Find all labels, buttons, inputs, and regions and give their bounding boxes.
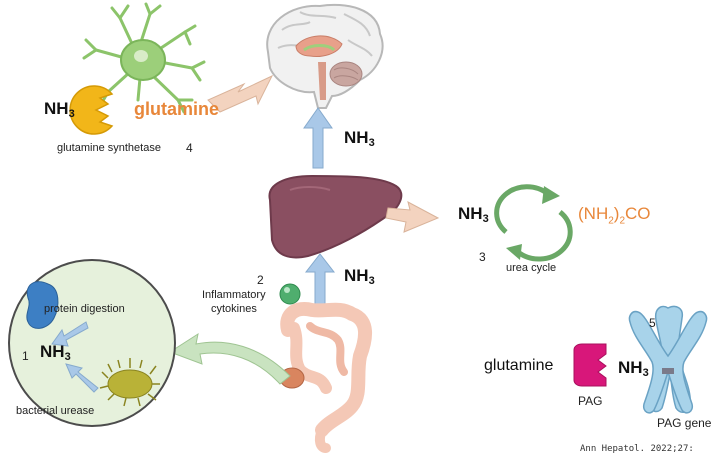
step-2-label: 2 — [257, 273, 264, 287]
urea-formula-label: (NH2)2CO — [578, 204, 651, 227]
pag-label: PAG — [578, 394, 603, 408]
pag-gene-label: PAG gene — [657, 416, 712, 430]
urea-cycle-icon — [494, 184, 573, 262]
cytokine-sphere-icon — [279, 283, 301, 305]
arrow-bacteria-to-nh3 — [65, 363, 99, 393]
nh3-label-brain-arrow: NH3 — [344, 128, 375, 149]
nh3-label-gut-arrow: NH3 — [344, 266, 375, 287]
arrow-brain-to-astrocyte — [207, 74, 274, 113]
glutamine-label-right: glutamine — [484, 357, 554, 374]
chromosome-icon — [628, 305, 708, 414]
glutamine-synthetase-label: glutamine synthetase — [57, 142, 161, 154]
citation-text: Ann Hepatol. 2022;27: — [580, 444, 694, 454]
liver-icon — [268, 174, 403, 259]
nh3-label-pag: NH3 — [618, 358, 649, 379]
protein-digestion-label: protein digestion — [44, 303, 125, 315]
inflammatory-label: Inflammatory — [202, 289, 266, 301]
bacteria-icon — [99, 358, 160, 407]
protein-icon — [26, 281, 59, 329]
step-5-label: 5 — [649, 316, 656, 330]
glutamine-synthetase-icon — [69, 85, 114, 135]
arrow-intestine-to-gut-circle — [168, 332, 291, 385]
intestine-icon — [279, 302, 372, 453]
arrow-protein-to-nh3 — [51, 321, 89, 347]
nh3-label-urea: NH3 — [458, 204, 489, 225]
step-1-label: 1 — [22, 349, 29, 363]
nh3-label-gut: NH3 — [40, 342, 71, 363]
brain-icon — [266, 3, 384, 109]
urea-cycle-label: urea cycle — [506, 262, 557, 274]
arrow-liver-to-urea — [385, 201, 440, 233]
glutamine-label-top: glutamine — [134, 99, 220, 119]
cytokines-label: cytokines — [211, 303, 257, 315]
pag-enzyme-icon — [573, 343, 607, 387]
bacterial-urease-label: bacterial urease — [16, 405, 95, 417]
arrow-gut-to-liver — [304, 253, 336, 305]
arrow-liver-to-brain — [303, 107, 333, 169]
step-3-label: 3 — [479, 250, 486, 264]
step-4-label: 4 — [186, 141, 193, 155]
nh3-label-astrocyte: NH3 — [44, 99, 75, 120]
